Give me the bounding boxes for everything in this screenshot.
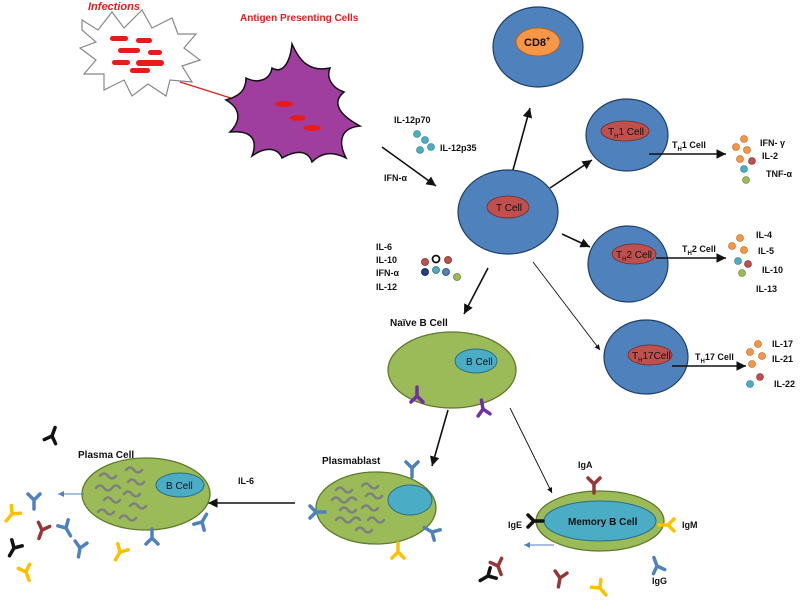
th1-cytokine-3: TNF-α — [766, 169, 792, 179]
memory-ab-2 — [475, 566, 498, 588]
th17-label: TH17Cell — [632, 351, 671, 364]
infections-label: Infections — [88, 1, 140, 13]
th17-cytokine-dots — [746, 340, 766, 388]
ige-label: IgE — [508, 520, 522, 530]
memory-igg — [646, 553, 667, 576]
th2-cytokine-2: IL-5 — [758, 246, 774, 256]
apc-label: Antigen Presenting Cells — [240, 13, 359, 24]
left-cytokine-dots — [421, 254, 461, 281]
memory-ab-1 — [488, 556, 509, 579]
th17-cytokine-2: IL-21 — [772, 354, 793, 364]
plasma-cell: B Cell — [81, 457, 211, 531]
memory-b-label: Memory B Cell — [568, 517, 638, 528]
memory-ab-3 — [550, 569, 569, 590]
cd8-label: CD8+ — [524, 36, 550, 49]
memory-ab-4 — [589, 577, 613, 600]
plasma-ab-5 — [56, 518, 78, 541]
th1-cytokine-dots — [732, 135, 756, 184]
il12p35-label: IL-12p35 — [440, 143, 477, 153]
pathogen-icons — [110, 36, 164, 73]
igm-label: IgM — [682, 520, 698, 530]
plasma-ab-7 — [108, 542, 130, 565]
left-cytokine-3: IFN-α — [376, 268, 399, 278]
plasmablast-er-squiggles — [330, 482, 386, 534]
plasmablast-label: Plasmablast — [322, 456, 381, 467]
plasmablast-cell — [308, 460, 442, 560]
infection-burst — [78, 9, 202, 97]
apc-to-tcell-arrow — [381, 146, 437, 187]
plasma-ab-11 — [16, 562, 37, 585]
th2-cytokine-dots — [728, 234, 752, 277]
plasmablast-ab-4 — [390, 541, 406, 560]
ifna-label-top: IFN-α — [384, 173, 407, 183]
plasma-cell-label: Plasma Cell — [78, 450, 134, 461]
il6-label: IL-6 — [238, 476, 254, 486]
antigen-presenting-cell — [224, 41, 363, 164]
plasma-ab-2 — [26, 492, 42, 511]
plasma-er-squiggles — [94, 466, 148, 522]
left-cytokine-1: IL-6 — [376, 242, 392, 252]
igg-label: IgG — [652, 576, 667, 586]
naive-b-nucleus-label: B Cell — [466, 357, 493, 368]
th1-cytokine-2: IL-2 — [762, 151, 778, 161]
plasma-ab-4 — [31, 520, 52, 543]
naive-b-cell: B Cell — [387, 331, 517, 418]
th2-cytokine-4: IL-13 — [756, 284, 777, 294]
tcell-to-th17-arrow — [532, 261, 601, 351]
t-cell-label: T Cell — [496, 203, 522, 214]
il12p70-label: IL-12p70 — [394, 115, 431, 125]
memory-antibodies — [475, 556, 613, 600]
left-cytokine-2: IL-10 — [376, 255, 397, 265]
th2-cell: TH2 Cell — [587, 225, 669, 303]
th17-arrow-label: TH17 Cell — [695, 352, 734, 365]
naive-b-label: Naïve B Cell — [390, 318, 448, 329]
th2-label: TH2 Cell — [616, 250, 652, 263]
th1-label: TH1 Cell — [608, 127, 644, 140]
plasma-ab-8 — [144, 527, 160, 546]
t-cell: T Cell — [457, 169, 559, 255]
plasma-ab-10 — [2, 538, 24, 561]
plasma-ab-3 — [0, 503, 23, 527]
plasmablast-ab-1 — [404, 460, 420, 479]
infection-arrow — [179, 81, 241, 103]
th17-cytokine-3: IL-22 — [774, 379, 795, 389]
naive-to-memory-arrow — [509, 407, 553, 494]
tcell-to-naive-b-arrow — [463, 267, 489, 315]
iga-label: IgA — [578, 460, 593, 470]
tcell-to-th1-arrow — [549, 159, 593, 189]
tcell-to-th2-arrow — [561, 233, 591, 248]
th2-arrow-label: TH2 Cell — [682, 244, 716, 257]
cytokine-dots-apc — [413, 130, 435, 154]
th1-cell: TH1 Cell — [585, 98, 669, 172]
memory-b-cell: Memory B Cell — [526, 476, 676, 576]
plasma-ab-6 — [70, 539, 89, 560]
th2-cytokine-1: IL-4 — [756, 230, 772, 240]
th17-cell: TH17Cell — [603, 319, 689, 395]
left-cytokine-4: IL-12 — [376, 282, 397, 292]
th1-cytokine-1: IFN- γ — [760, 138, 785, 148]
th17-cytokine-1: IL-17 — [772, 339, 793, 349]
th2-cytokine-3: IL-10 — [762, 265, 783, 275]
plasma-nucleus-label: B Cell — [166, 481, 193, 492]
cd8-cell: CD8+ — [492, 6, 584, 88]
th1-arrow-label: TH1 Cell — [672, 140, 706, 153]
tcell-to-cd8-arrow — [512, 107, 533, 171]
plasma-ab-1 — [42, 423, 63, 446]
naive-to-plasmablast-arrow — [430, 409, 449, 467]
